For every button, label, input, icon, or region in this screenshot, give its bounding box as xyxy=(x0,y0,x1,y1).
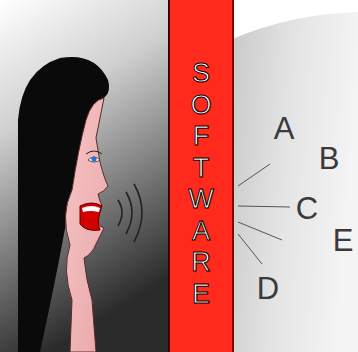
right-background xyxy=(230,12,358,352)
software-band: S O F T W A R E xyxy=(168,0,234,352)
output-letter: E xyxy=(333,225,354,256)
leader-lines xyxy=(238,164,290,264)
left-background xyxy=(0,0,170,352)
output-letter: A xyxy=(274,113,295,144)
teeth xyxy=(82,206,100,212)
mouth xyxy=(80,203,102,230)
eyebrow xyxy=(86,151,102,154)
eye xyxy=(88,157,100,162)
pupil xyxy=(91,156,96,161)
face xyxy=(65,98,108,352)
hair xyxy=(18,57,109,352)
output-letter: B xyxy=(319,143,340,174)
output-letter: C xyxy=(296,193,318,224)
band-text: S O F T W A R E xyxy=(187,58,215,310)
output-letter: D xyxy=(257,273,279,304)
sound-waves xyxy=(118,184,142,242)
